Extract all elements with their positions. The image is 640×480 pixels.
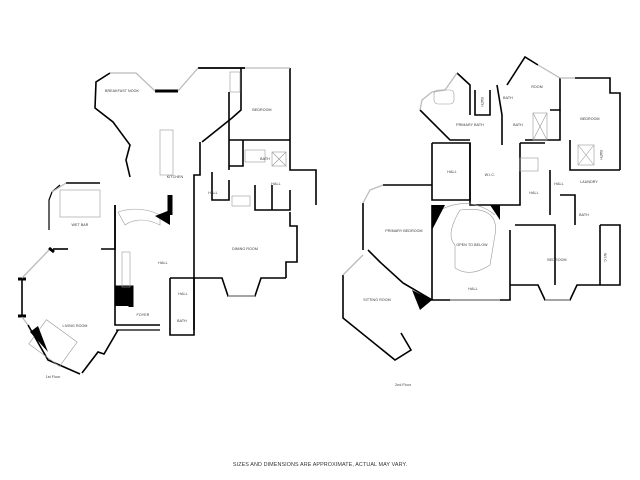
room-label-sitting-room: SITTING ROOM bbox=[363, 298, 391, 302]
room-label-bedroom-b: BEDROOM bbox=[547, 258, 567, 262]
room-label-hall-c: HALL bbox=[554, 182, 564, 186]
floor-label-second: 2nd Floor bbox=[394, 383, 412, 387]
first-floor-windows bbox=[21, 67, 290, 326]
first-floor-hatch bbox=[229, 71, 251, 207]
first-floor-solid-blocks bbox=[30, 210, 170, 352]
room-label-foyer: FOYER bbox=[136, 313, 150, 317]
disclaimer-text: SIZES AND DIMENSIONS ARE APPROXIMATE, AC… bbox=[232, 462, 408, 468]
room-label-hall-a: HALL bbox=[447, 170, 457, 174]
room-label-bath-a: BATH bbox=[480, 97, 484, 107]
room-label-hall-c: HALL bbox=[178, 292, 188, 296]
room-label-bath-e: BATH bbox=[579, 213, 589, 217]
room-label-bath-d: BATH bbox=[599, 150, 603, 160]
room-label-hall-a: HALL bbox=[208, 191, 218, 195]
room-label-bath-c: BATH bbox=[513, 123, 523, 127]
room-label-bedroom-a: BEDROOM bbox=[580, 117, 600, 121]
room-label-dining-room: DINING ROOM bbox=[232, 247, 258, 251]
second-floor-windows bbox=[342, 64, 575, 301]
room-label-primary-bath: PRIMARY BATH bbox=[456, 123, 484, 127]
floor-label-first: 1st Floor bbox=[45, 375, 61, 379]
first-floor-walls bbox=[18, 67, 317, 375]
room-label-bedroom: BEDROOM bbox=[252, 108, 272, 112]
room-label-kitchen: KITCHEN bbox=[166, 175, 184, 179]
room-label-wic-b: W.I.C. bbox=[603, 253, 607, 263]
room-label-breakfast-nook: BREAKFAST NOOK bbox=[104, 89, 140, 93]
room-label-primary-bedroom: PRIMARY BEDROOM bbox=[385, 229, 423, 233]
room-label-laundry: LAUNDRY bbox=[580, 180, 598, 184]
room-label-living-room: LIVING ROOM bbox=[62, 324, 88, 328]
room-label-room: ROOM bbox=[531, 85, 543, 89]
room-label-bath-b: BATH bbox=[503, 96, 513, 100]
second-floor-fixtures bbox=[433, 89, 595, 273]
room-label-wet-bar: WET BAR bbox=[71, 223, 89, 227]
room-label-hall-b: HALL bbox=[271, 182, 281, 186]
room-label-wic-a: W.I.C. bbox=[484, 173, 496, 177]
room-label-hall-d: HALL bbox=[468, 287, 478, 291]
second-floor-solid-blocks bbox=[412, 205, 500, 310]
room-label-bath-b: BATH bbox=[177, 319, 187, 323]
room-label-bath: BATH bbox=[260, 157, 270, 161]
room-label-open-to-below: OPEN TO BELOW bbox=[456, 243, 488, 247]
room-label-hall-main: HALL bbox=[158, 261, 168, 265]
room-label-hall-b: HALL bbox=[529, 191, 539, 195]
